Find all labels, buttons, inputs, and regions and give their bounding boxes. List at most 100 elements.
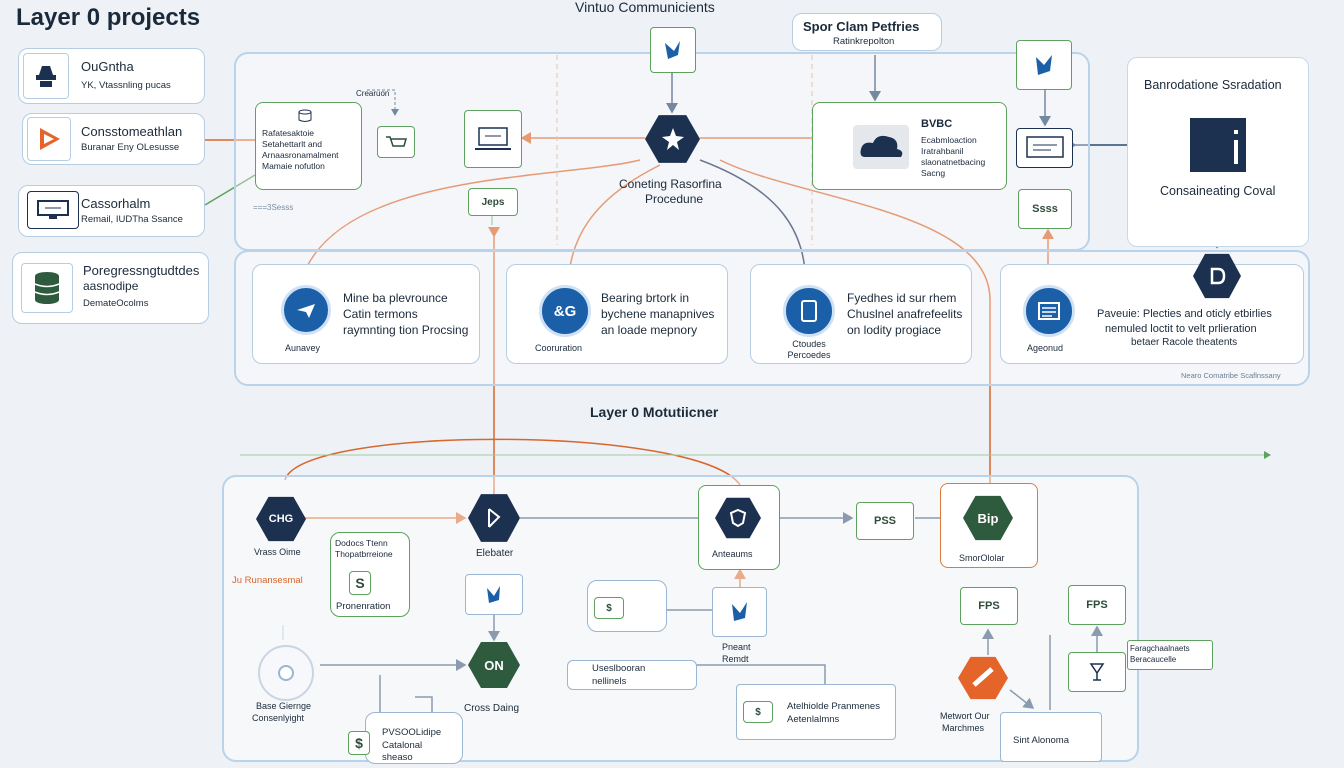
bvbc-line-3: slaonatnetbacing xyxy=(921,157,986,167)
bvbc-title: BVBC xyxy=(921,118,953,130)
bvbc-line-4: Sacng xyxy=(921,168,946,178)
chg-label: Vrass Oime xyxy=(254,547,301,557)
leaf-icon: &G xyxy=(539,285,591,337)
sint-card[interactable]: Sint Alonoma xyxy=(1000,712,1102,762)
mid-card-1[interactable]: Aunavey Mine ba plevrounce Catin termons… xyxy=(252,264,480,364)
atel-line-1: Atelhiolde Pranmenes xyxy=(787,701,880,712)
atel-line-2: Aetenlalmns xyxy=(787,714,840,725)
jeps-badge[interactable]: Jeps xyxy=(468,188,518,216)
right-box-label: Consaineating Coval xyxy=(1160,184,1276,198)
sp-hex: Bip xyxy=(963,495,1013,541)
mid-card-4-line-1: Paveuie: Plecties and oticly etbirlies xyxy=(1097,308,1272,320)
triangle-icon xyxy=(27,117,71,161)
orange-label: Ju Runansesmal xyxy=(232,575,303,586)
bird-icon-4[interactable] xyxy=(712,587,767,637)
mid-card-2[interactable]: &G Cooruration Bearing brtork in bychene… xyxy=(506,264,728,364)
bird-icon[interactable] xyxy=(650,27,696,73)
merk-label-2: Marchmes xyxy=(942,723,985,733)
cart-icon[interactable] xyxy=(377,126,415,158)
mid-card-4-line-2: nemuled loctit to velt prlieration xyxy=(1105,323,1257,335)
bird-icon-2[interactable] xyxy=(1016,40,1072,90)
dash-label: ===3Sesss xyxy=(253,203,294,212)
sp-card[interactable]: Bip SmorOlolar xyxy=(940,483,1038,568)
bird-icon-3[interactable] xyxy=(465,574,523,615)
ss-card[interactable]: $ xyxy=(587,580,667,632)
bvbc-card[interactable]: BVBC Ecabmloaction Iratrahbanil slaonatn… xyxy=(812,102,1007,190)
pyso-badge: $ xyxy=(348,731,370,755)
left-card-2-sub: Buranar Eny OLesusse xyxy=(81,142,180,153)
left-card-3-title: Cassorhalm xyxy=(81,196,151,211)
pneant-label-1: Pneant xyxy=(722,642,751,652)
ssss-badge[interactable]: Ssss xyxy=(1018,189,1072,229)
page-title: Layer 0 projects xyxy=(16,4,201,31)
left-card-3[interactable]: Cassorhalm Remail, IUDTha Ssance xyxy=(18,185,205,237)
base-label-1: Base Giernge xyxy=(256,701,312,711)
phone-icon xyxy=(783,285,835,337)
farg-line-2: Beracaucelle xyxy=(1130,655,1177,664)
green-line-1: Rafatesaktoie xyxy=(262,128,314,138)
green-line-3: Arnaasronamalment xyxy=(262,150,339,160)
dodocs-line-1: Dodocs Ttenn xyxy=(335,538,388,548)
fps-badge-2[interactable]: FPS xyxy=(1068,585,1126,625)
device-icon[interactable] xyxy=(1016,128,1073,168)
green-text-card[interactable]: Rafatesaktoie Setahettarlt and Arnaasron… xyxy=(255,102,362,190)
on-hex[interactable]: ON xyxy=(468,642,520,688)
disc-icon[interactable] xyxy=(258,645,314,701)
usel-line-2: nellinels xyxy=(592,676,627,687)
atel-badge: $ xyxy=(743,701,773,723)
left-card-1[interactable]: OuGntha YK, Vtassnling pucas xyxy=(18,48,205,104)
mid-card-2-line-3: an loade mepnory xyxy=(601,323,698,337)
star-hex[interactable] xyxy=(645,115,700,163)
green-line-2: Setahettarlt and xyxy=(262,139,323,149)
mid-card-3-line-1: Fyedhes id sur rhem xyxy=(847,291,957,305)
right-box[interactable]: Banrodatione Ssradation Consaineating Co… xyxy=(1127,57,1309,247)
farg-line-1: Faragchaalnaets xyxy=(1130,644,1190,653)
farg-card[interactable]: Faragchaalnaets Beracaucelle xyxy=(1127,640,1213,670)
mid-card-1-line-3: raymnting tion Procsing xyxy=(343,323,469,337)
sub-icon[interactable] xyxy=(1068,652,1126,692)
mid-heading: Layer 0 Motutiicner xyxy=(590,404,719,420)
cross-label: Cross Daing xyxy=(464,703,520,714)
bvbc-line-1: Ecabmloaction xyxy=(921,135,977,145)
mid-card-3[interactable]: Ctoudes Percoedes Fyedhes id sur rhem Ch… xyxy=(750,264,972,364)
top-heading: Vintuo Communicients xyxy=(575,0,715,15)
ss-badge: $ xyxy=(594,597,624,619)
chg-hex[interactable]: CHG xyxy=(256,496,306,542)
usel-card[interactable]: Useslbooran nellinels xyxy=(567,660,697,690)
merk-label-1: Metwort Our xyxy=(940,711,990,721)
center-label-2: Procedune xyxy=(645,192,704,206)
pyso-line-3: sheaso xyxy=(382,752,413,763)
pyso-card[interactable]: $ PVSOOLidipe Catalonal sheaso xyxy=(348,712,463,764)
mid-card-2-line-2: bychene manapnives xyxy=(601,307,715,321)
mid-card-3-line-3: on lodity progiace xyxy=(847,323,942,337)
mid-card-1-line-1: Mine ba plevrounce xyxy=(343,291,448,305)
pss-badge[interactable]: PSS xyxy=(856,502,914,540)
mid-card-4[interactable]: Ageonud Paveuie: Plecties and oticly etb… xyxy=(1000,264,1304,364)
mid-card-3-label: Ctoudes Percoedes xyxy=(787,339,831,360)
cloud-icon xyxy=(853,125,909,169)
left-card-2[interactable]: Consstomeathlan Buranar Eny OLesusse xyxy=(22,113,205,165)
left-card-1-sub: YK, Vtassnling pucas xyxy=(81,80,171,91)
mid-card-1-label: Aunavey xyxy=(285,343,321,353)
left-card-1-title: OuGntha xyxy=(81,59,134,74)
mid-card-1-line-2: Catin termons xyxy=(343,307,418,321)
database-icon xyxy=(21,263,73,313)
bvbc-line-2: Iratrahbanil xyxy=(921,146,964,156)
spor-title: Spor Clam Petfries xyxy=(803,19,920,34)
left-card-4-sub: DemateOcolms xyxy=(83,298,149,309)
mid-card-3-line-2: Chuslnel anafrefeelits xyxy=(847,307,963,321)
left-card-4-title: Poregressngtudtdes xyxy=(83,263,200,278)
mid-card-2-label: Cooruration xyxy=(535,343,583,353)
left-card-4-line2: aasnodipe xyxy=(83,279,139,293)
dodocs-card[interactable]: Dodocs Ttenn Thopatbrreione S Pronenrati… xyxy=(330,532,410,617)
atel-card[interactable]: $ Atelhiolde Pranmenes Aetenlalmns xyxy=(736,684,896,740)
fps-badge-1[interactable]: FPS xyxy=(960,587,1018,625)
left-card-4[interactable]: Poregressngtudtdes aasnodipe DemateOcolm… xyxy=(12,252,209,324)
mid-card-4-line-3: betaer Racole theatents xyxy=(1131,337,1238,348)
small-label: Crearuon xyxy=(356,89,390,98)
antaums-card[interactable]: Anteaums xyxy=(698,485,780,570)
spor-card[interactable]: Spor Clam Petfries Ratinkrepolton xyxy=(792,13,942,51)
laptop-icon[interactable] xyxy=(464,110,522,168)
panel-icon xyxy=(1190,118,1246,172)
pneant-label-2: Remdt xyxy=(722,654,749,664)
